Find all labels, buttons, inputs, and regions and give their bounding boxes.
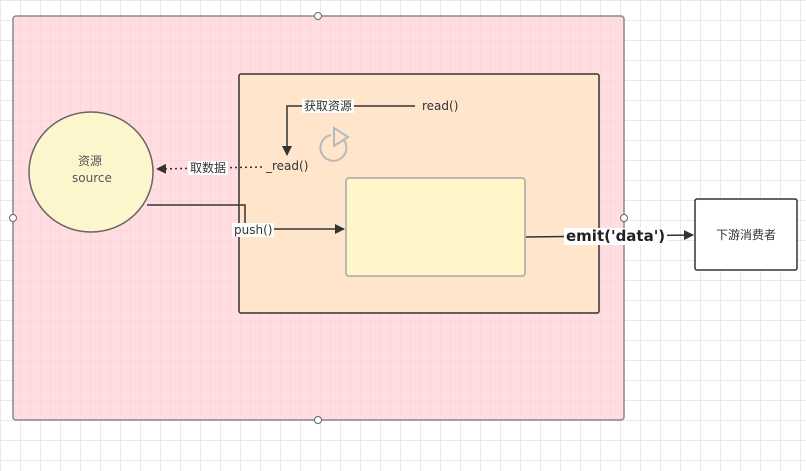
internal-read-label: _read() — [266, 159, 309, 173]
source-circle — [28, 111, 154, 233]
handle-left[interactable] — [9, 214, 17, 222]
source-label-cn: 资源 — [78, 154, 103, 168]
fetch-data-label: 取数据 — [188, 161, 229, 175]
source-label-en: source — [72, 171, 112, 185]
handle-bottom[interactable] — [314, 416, 322, 424]
emit-data-label: emit('data') — [564, 227, 668, 245]
read-arrow — [282, 105, 415, 156]
consumer-box — [694, 198, 798, 271]
buffer-box — [345, 177, 526, 277]
push-arrow — [147, 204, 345, 234]
read-call-label: read() — [422, 99, 459, 113]
handle-right[interactable] — [620, 214, 628, 222]
push-call-label: push() — [232, 223, 275, 237]
consumer-label: 下游消费者 — [716, 228, 777, 242]
get-resource-label: 获取资源 — [302, 99, 355, 113]
refresh-icon — [319, 126, 350, 162]
handle-top[interactable] — [314, 12, 322, 20]
